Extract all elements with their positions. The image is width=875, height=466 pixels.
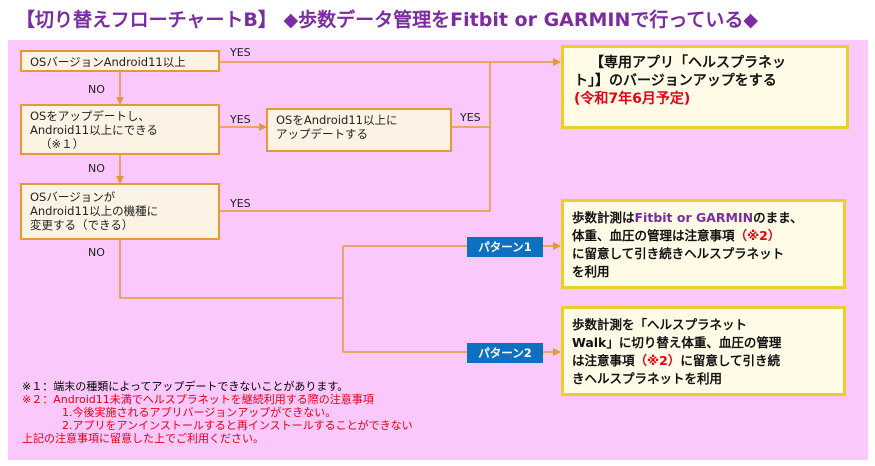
- device-brand: Fitbit or GARMIN: [634, 210, 754, 225]
- box-line: 変更する（できる）: [30, 218, 134, 232]
- note-ref: （※2）: [634, 353, 681, 368]
- note-1: ※１：端末の種類によってアップデートできないことがあります。: [22, 380, 349, 393]
- pattern1-badge: パターン1: [467, 237, 543, 257]
- label-no: NO: [88, 83, 105, 96]
- note-2-item-1: 1.今後実施されるアプリバージョンアップができない。: [62, 406, 337, 419]
- label-yes: YES: [230, 113, 251, 126]
- note-ref: （※2）: [734, 228, 781, 243]
- result-line: を利用: [572, 264, 610, 279]
- result-line: 歩数計測を「ヘルスプラネット: [572, 317, 748, 332]
- label-yes: YES: [460, 111, 481, 124]
- result-text: に留意して引き続: [680, 353, 781, 368]
- label-no: NO: [88, 246, 105, 259]
- box-line: OSをアップデートし、: [30, 109, 150, 123]
- result-line: 【専用アプリ「ヘルスプラネッ: [590, 55, 786, 71]
- question-change-device: OSバージョンが Android11以上の機種に 変更する（できる）: [20, 183, 220, 240]
- result-line: 体重、血圧の管理は注意事項（※2）: [572, 227, 835, 245]
- label-yes: YES: [230, 46, 251, 59]
- box-line: OSバージョンが: [30, 190, 116, 204]
- box-line: OSをAndroid11以上に: [276, 113, 398, 127]
- action-update-os: OSをAndroid11以上に アップデートする: [266, 108, 452, 152]
- footnotes: ※１：端末の種類によってアップデートできないことがあります。 ※２：Androi…: [22, 380, 413, 445]
- box-line: Android11以上の機種に: [30, 204, 159, 218]
- label-yes: YES: [230, 197, 251, 210]
- note-2-item-2: 2.アプリをアンインストールすると再インストールすることができない: [62, 419, 413, 432]
- question-os-android11: OSバージョンAndroid11以上: [20, 50, 220, 72]
- page-title: 【切り替えフローチャートB】 ◆歩数データ管理をFitbit or GARMIN…: [16, 9, 759, 31]
- result-line: ト」】のバージョンアップをする: [574, 73, 777, 89]
- result-text: 体重、血圧の管理は注意事項: [572, 228, 735, 243]
- result-line: 歩数計測はFitbit or GARMINのまま、: [572, 209, 835, 227]
- result-pattern2: 歩数計測を「ヘルスプラネット Walk」に切り替え体重、血圧の管理 は注意事項（…: [561, 306, 846, 396]
- box-line: Android11以上にできる: [30, 123, 158, 137]
- result-line: Walk」に切り替え体重、血圧の管理: [572, 335, 782, 350]
- result-app-update: 【専用アプリ「ヘルスプラネッ ト」】のバージョンアップをする (令和7年6月予定…: [561, 45, 849, 129]
- question-can-update-os: OSをアップデートし、 Android11以上にできる （※１）: [20, 104, 220, 155]
- box-line: アップデートする: [276, 127, 368, 141]
- result-text: は注意事項: [572, 353, 635, 368]
- label-no: NO: [88, 162, 105, 175]
- edge-q3-no: [119, 240, 343, 299]
- result-line: に留意して引き続きヘルスプラネット: [572, 246, 785, 261]
- note-3: 上記の注意事項に留意した上でご利用ください。: [22, 432, 264, 445]
- result-line: は注意事項（※2）に留意して引き続: [572, 352, 835, 370]
- result-pattern1: 歩数計測はFitbit or GARMINのまま、 体重、血圧の管理は注意事項（…: [561, 199, 846, 289]
- note-2: ※２：Android11未満でヘルスプラネットを継続利用する際の注意事項: [22, 393, 374, 406]
- box-line: OSバージョンAndroid11以上: [30, 55, 186, 69]
- result-line: きヘルスプラネットを利用: [572, 371, 723, 386]
- box-line: （※１）: [40, 137, 85, 151]
- result-text: のまま、: [753, 210, 803, 225]
- result-text: 歩数計測は: [572, 210, 635, 225]
- pattern2-badge: パターン2: [467, 343, 543, 363]
- result-date: (令和7年6月予定): [574, 91, 691, 107]
